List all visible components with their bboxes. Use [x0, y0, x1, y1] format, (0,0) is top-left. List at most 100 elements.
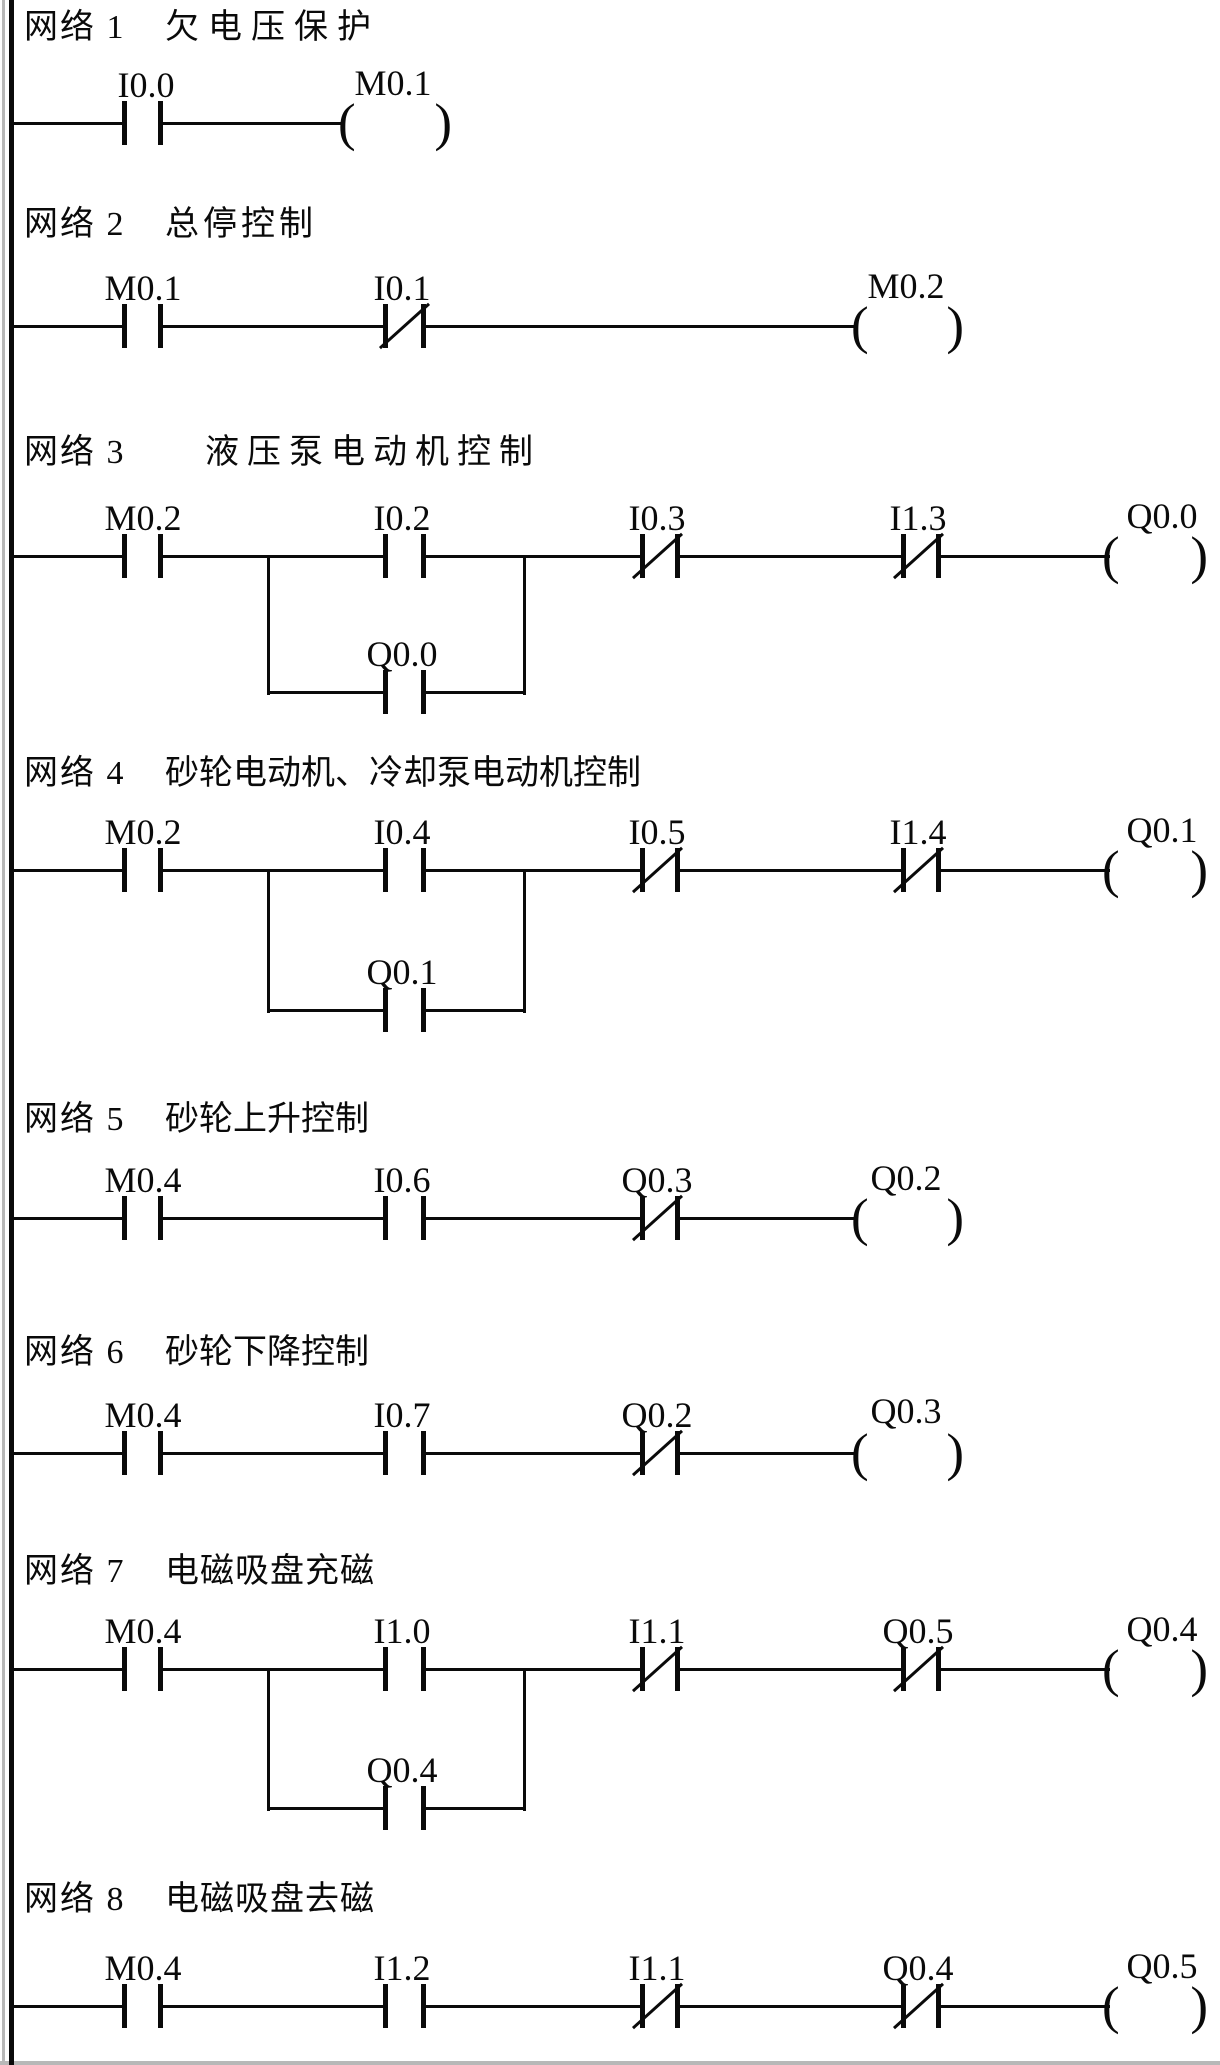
contact-bar — [640, 1431, 645, 1475]
wire — [426, 1009, 526, 1012]
contact-bar — [640, 1984, 645, 2028]
contact-bar — [675, 1196, 680, 1240]
wire — [941, 2005, 1110, 2008]
wire — [426, 1217, 640, 1220]
contact-label: Q0.3 — [621, 1160, 693, 1200]
branch-wire — [267, 1669, 270, 1811]
contact-label: I0.1 — [373, 268, 431, 308]
contact-bar — [421, 848, 426, 892]
coil-label: Q0.1 — [1126, 810, 1198, 850]
contact-label: Q0.4 — [882, 1948, 954, 1988]
coil-symbol: () — [851, 297, 964, 355]
branch-wire — [523, 1669, 526, 1811]
contact-label: M0.4 — [104, 1611, 182, 1651]
network-number: 网络 7 — [24, 1553, 126, 1590]
coil-symbol: () — [1102, 1640, 1208, 1698]
contact-bar — [421, 1647, 426, 1691]
contact-bar — [675, 848, 680, 892]
network-title: 总停控制 — [165, 206, 317, 243]
contact-bar — [383, 1984, 388, 2028]
wire — [13, 869, 122, 872]
contact-bar — [122, 1196, 127, 1240]
coil-label: Q0.3 — [870, 1391, 942, 1431]
network-number: 网络 8 — [24, 1881, 126, 1918]
contact-bar — [158, 848, 163, 892]
contact-bar — [383, 1647, 388, 1691]
network-title: 砂轮上升控制 — [165, 1101, 369, 1138]
wire — [13, 2005, 122, 2008]
contact-label: I0.4 — [373, 812, 431, 852]
wire — [13, 122, 122, 125]
contact-bar — [421, 304, 426, 348]
network-title: 液压泵电动机控制 — [205, 434, 541, 471]
network-number: 网络 5 — [24, 1101, 126, 1138]
contact-bar — [122, 534, 127, 578]
wire — [163, 1217, 383, 1220]
contact-bar — [158, 1196, 163, 1240]
left-page-edge — [2, 0, 5, 2065]
contact-label: M0.1 — [104, 268, 182, 308]
wire — [941, 1668, 1110, 1671]
wire — [13, 1452, 122, 1455]
wire — [941, 555, 1110, 558]
contact-bar — [421, 988, 426, 1032]
contact-bar — [122, 1647, 127, 1691]
contact-bar — [383, 304, 388, 348]
coil-symbol: () — [338, 94, 452, 152]
network-title: 砂轮电动机、冷却泵电动机控制 — [165, 755, 641, 792]
wire — [13, 1668, 122, 1671]
network-title: 电磁吸盘去磁 — [165, 1881, 375, 1918]
contact-label: I0.2 — [373, 498, 431, 538]
wire — [163, 325, 383, 328]
network-number: 网络 6 — [24, 1334, 126, 1371]
coil-label: M0.1 — [354, 63, 432, 103]
branch-wire — [523, 556, 526, 695]
contact-bar — [158, 1647, 163, 1691]
wire — [426, 869, 640, 872]
contact-bar — [158, 101, 163, 145]
wire — [13, 1217, 122, 1220]
contact-bar — [158, 534, 163, 578]
bottom-page-edge — [0, 2061, 1220, 2065]
wire — [163, 555, 383, 558]
coil-label: Q0.5 — [1126, 1946, 1198, 1986]
contact-label: M0.4 — [104, 1948, 182, 1988]
coil-symbol: () — [1102, 527, 1208, 585]
contact-bar — [675, 1431, 680, 1475]
contact-bar — [383, 534, 388, 578]
wire — [13, 555, 122, 558]
contact-label: I1.1 — [628, 1948, 686, 1988]
wire — [163, 1452, 383, 1455]
contact-label: M0.2 — [104, 812, 182, 852]
contact-bar — [421, 1786, 426, 1830]
contact-label: I0.0 — [117, 65, 175, 105]
wire — [680, 1217, 857, 1220]
coil-label: Q0.2 — [870, 1158, 942, 1198]
wire — [163, 869, 383, 872]
wire — [680, 555, 901, 558]
network-number: 网络 3 — [24, 434, 126, 471]
wire — [426, 2005, 640, 2008]
contact-bar — [158, 304, 163, 348]
network-title: 电磁吸盘充磁 — [165, 1553, 375, 1590]
coil-label: Q0.4 — [1126, 1609, 1198, 1649]
contact-bar — [936, 1984, 941, 2028]
contact-label: I1.0 — [373, 1611, 431, 1651]
wire — [267, 1009, 383, 1012]
contact-label: M0.4 — [104, 1160, 182, 1200]
contact-bar — [122, 304, 127, 348]
contact-label: M0.4 — [104, 1395, 182, 1435]
wire — [426, 325, 857, 328]
branch-wire — [523, 870, 526, 1013]
wire — [426, 555, 640, 558]
coil-symbol: () — [851, 1189, 964, 1247]
wire — [267, 1807, 383, 1810]
contact-bar — [421, 670, 426, 714]
contact-label: I1.4 — [889, 812, 947, 852]
contact-label: I1.3 — [889, 498, 947, 538]
wire — [13, 325, 122, 328]
wire — [426, 1452, 640, 1455]
wire — [941, 869, 1110, 872]
contact-label: Q0.2 — [621, 1395, 693, 1435]
coil-symbol: () — [1102, 841, 1208, 899]
